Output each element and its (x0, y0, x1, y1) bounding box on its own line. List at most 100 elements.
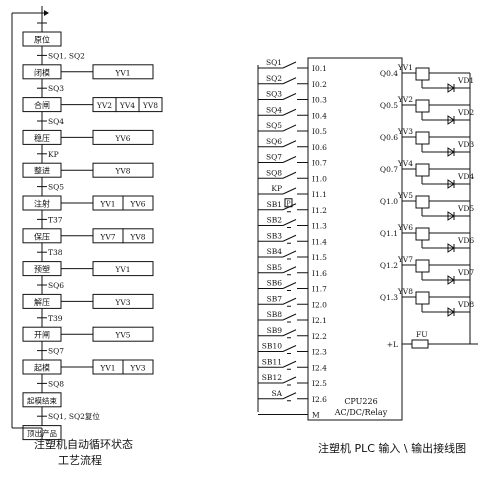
diode-symbol (447, 211, 455, 221)
input-terminal: I2.3 (312, 348, 327, 357)
input-switch-contact (282, 313, 297, 321)
output-valve-label: YV8 (397, 287, 413, 296)
input-terminal: I2.0 (312, 300, 327, 309)
input-switch-contact (282, 345, 297, 352)
input-device-label: SQ3 (266, 90, 282, 99)
output-valve-label: YV1 (397, 63, 413, 72)
solenoid-coil (415, 291, 430, 305)
diode-symbol (447, 83, 455, 93)
action-box (92, 129, 154, 145)
plc-caption: 注塑机 PLC 输入 \ 输出接线图 (318, 442, 467, 455)
input-device-label: SB7 (267, 294, 283, 303)
output-terminal: Q0.6 (380, 133, 398, 142)
transition-label: KP (48, 150, 59, 159)
transition-label: SQ8 (48, 379, 64, 388)
action-label: YV8 (114, 167, 130, 176)
input-switch-contact (282, 156, 297, 163)
diode-symbol (447, 243, 455, 253)
step-label: 保压 (34, 231, 50, 241)
action-box (122, 228, 154, 244)
input-terminal: I2.4 (312, 363, 327, 372)
transition-label: SQ1, SQ2 (48, 51, 85, 60)
solenoid-coil (415, 259, 430, 273)
step-label: 原位 (34, 35, 50, 45)
diode-label: VD6 (457, 236, 474, 245)
action-label: YV4 (119, 101, 135, 110)
input-device-label: SB5 (267, 263, 283, 272)
input-terminal: I1.6 (312, 269, 327, 278)
transition-label: SQ6 (48, 281, 64, 290)
diode-label: VD7 (457, 268, 474, 277)
input-device-label: SB12 (262, 373, 282, 382)
input-device-label: SB10 (262, 342, 282, 351)
input-terminal: I0.4 (312, 111, 327, 120)
fuse-label: FU (416, 330, 428, 339)
transition-label: SQ5 (48, 183, 64, 192)
input-device-label: SB3 (267, 231, 283, 240)
input-terminal: I1.1 (312, 190, 327, 199)
input-switch-contact (282, 140, 297, 148)
input-switch-contact (282, 297, 297, 305)
input-switch-contact (282, 187, 297, 195)
solenoid-coil (415, 163, 430, 177)
action-label: YV2 (96, 101, 112, 110)
transition-label: SQ7 (48, 347, 64, 356)
action-label: YV1 (99, 364, 115, 373)
output-valve-label: YV7 (397, 255, 413, 264)
input-device-label: SQ8 (266, 168, 282, 177)
transition-label: SQ1, SQ2复位 (48, 411, 100, 421)
input-terminal: I1.3 (312, 222, 327, 231)
input-switch-contact (282, 171, 297, 179)
input-terminal: M (312, 411, 320, 420)
plc-model: CPU226 (344, 397, 377, 406)
action-box (92, 293, 154, 309)
action-label: YV1 (114, 265, 130, 274)
output-terminal: Q1.0 (380, 197, 398, 206)
input-switch-contact (282, 234, 297, 242)
diode-symbol (447, 115, 455, 125)
action-box (92, 326, 154, 342)
input-device-label: SQ6 (266, 137, 282, 146)
fuse-box (411, 339, 429, 349)
input-device-label: SB4 (267, 247, 283, 256)
solenoid-coil (415, 195, 430, 209)
diode-symbol (447, 275, 455, 285)
output-terminal: Q0.7 (380, 165, 398, 174)
diode-label: VD1 (457, 76, 474, 85)
input-terminal: I0.6 (312, 143, 327, 152)
input-terminal: I2.1 (312, 316, 327, 325)
pressure-symbol-label: P (286, 200, 290, 207)
input-switch-contact (282, 329, 297, 337)
plc-wiring-diagram: CPU226AC/DC/RelayI0.1SQ1I0.2SQ2I0.3SQ3I0… (257, 57, 478, 421)
output-terminal: Q1.1 (380, 229, 398, 238)
diode-label: VD2 (457, 108, 474, 117)
input-switch-contact (282, 219, 297, 226)
step-label: 合闸 (34, 100, 50, 110)
step-label: 解压 (34, 297, 50, 307)
input-device-label: KP (271, 184, 282, 193)
solenoid-coil (415, 99, 430, 113)
step-label: 稳压 (34, 133, 50, 143)
input-terminal: I1.4 (312, 237, 327, 246)
input-terminal: I1.0 (312, 174, 327, 183)
action-label: YV1 (114, 68, 130, 77)
pressure-symbol (284, 198, 293, 208)
input-device-label: SB11 (262, 357, 282, 366)
action-label: YV8 (142, 101, 158, 110)
loop-arrow-head (44, 10, 49, 16)
action-label: YV5 (114, 331, 130, 340)
diode-symbol (447, 179, 455, 189)
plc-box (307, 57, 403, 421)
input-switch-contact (282, 376, 297, 384)
flow-caption-line1: 注塑机自动循环状态 (34, 438, 133, 451)
input-terminal: I2.5 (312, 379, 327, 388)
action-label: YV6 (129, 200, 145, 209)
input-device-label: SQ7 (266, 153, 282, 162)
action-box (138, 97, 163, 113)
action-label: YV7 (99, 232, 115, 241)
input-device-label: SQ5 (266, 121, 282, 130)
step-label: 开闸 (34, 331, 50, 340)
output-terminal: Q1.3 (380, 293, 398, 302)
diode-label: VD4 (457, 172, 474, 181)
step-label: 注射 (34, 199, 50, 209)
